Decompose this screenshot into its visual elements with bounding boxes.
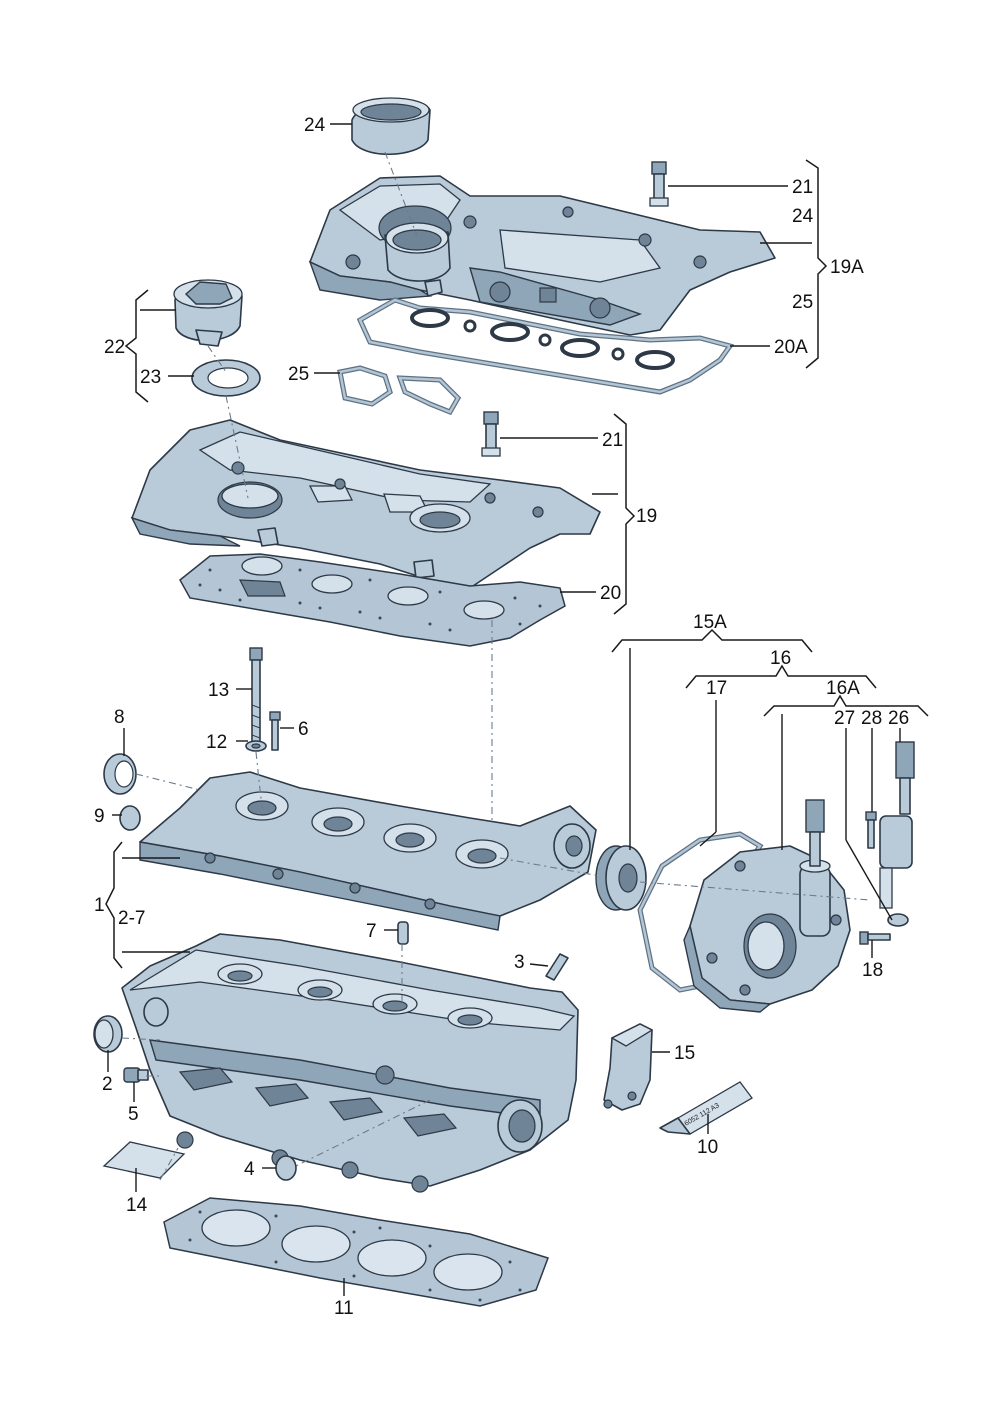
label-28: 28 — [861, 708, 882, 729]
part-21-bolt-lower — [481, 411, 501, 457]
part-19A-cylinder-head-cover — [308, 175, 776, 336]
label-16: 16 — [770, 648, 791, 669]
part-1-cylinder-head — [121, 933, 579, 1193]
label-19A: 19A — [830, 257, 864, 278]
label-18: 18 — [862, 960, 883, 981]
part-14-heat-shield — [102, 1141, 186, 1179]
part-9-plug — [119, 805, 141, 831]
part-12-washer — [245, 740, 267, 752]
label-21-lower: 21 — [602, 430, 623, 451]
label-7: 7 — [366, 921, 377, 942]
part-21-bolt-top — [649, 161, 669, 207]
part-20A-gasket-upper — [356, 297, 735, 395]
callout-labels: 24 21 24 19A 25 20A 22 23 25 21 19 20 15… — [94, 115, 909, 1319]
label-23: 23 — [140, 367, 161, 388]
part-15-bracket — [603, 1023, 654, 1111]
part-16-camshaft-adjuster — [595, 845, 647, 911]
label-8: 8 — [114, 707, 125, 728]
label-10: 10 — [697, 1137, 718, 1158]
part-23-filler-seal — [191, 359, 261, 397]
label-19: 19 — [636, 506, 657, 527]
leader-lines — [107, 123, 901, 1296]
label-22: 22 — [104, 337, 125, 358]
label-20: 20 — [600, 583, 621, 604]
label-1: 1 — [94, 895, 105, 916]
alignment-lines — [121, 151, 871, 1181]
part-3-stud — [545, 953, 569, 981]
label-27: 27 — [834, 708, 855, 729]
label-14: 14 — [126, 1195, 148, 1216]
braces — [105, 159, 929, 969]
part-19-cylinder-head-cover — [130, 419, 601, 589]
label-16A: 16A — [826, 678, 860, 699]
part-7-dowel-pin — [397, 921, 409, 945]
part-24-filler-neck-ring — [351, 97, 431, 156]
part-27-solenoid-valve — [799, 799, 831, 937]
label-13: 13 — [208, 680, 229, 701]
label-24-cover: 24 — [792, 206, 814, 227]
label-3: 3 — [514, 952, 525, 973]
label-11: 11 — [334, 1298, 354, 1319]
label-20A: 20A — [774, 337, 808, 358]
label-12: 12 — [206, 732, 227, 753]
label-4: 4 — [244, 1159, 255, 1180]
label-2-7: 2-7 — [118, 908, 145, 929]
part-26-solenoid — [879, 741, 915, 927]
part-22-filler-cap — [173, 279, 243, 347]
label-15: 15 — [674, 1043, 695, 1064]
part-11-head-gasket — [163, 1197, 549, 1307]
part-13-bolt-long — [249, 647, 263, 749]
part-10-sealant-tube: 6052 112 A3 — [659, 1081, 753, 1135]
label-26: 26 — [888, 708, 909, 729]
part-6-bolt-short — [269, 711, 281, 751]
label-2: 2 — [102, 1074, 113, 1095]
part-20-cover-gasket — [179, 553, 566, 647]
label-21-top: 21 — [792, 177, 813, 198]
part-28-bolt — [865, 811, 877, 849]
label-5: 5 — [128, 1104, 139, 1125]
part-18-bolt — [859, 931, 891, 945]
label-25-cover: 25 — [792, 292, 813, 313]
part-25-gaskets — [337, 365, 462, 416]
label-6: 6 — [298, 719, 309, 740]
part-2-7-camshaft-frame — [139, 771, 597, 931]
label-15A: 15A — [693, 612, 727, 633]
part-2-plug — [93, 1015, 123, 1053]
part-4-plug — [275, 1155, 297, 1181]
label-17: 17 — [706, 678, 727, 699]
label-9: 9 — [94, 806, 105, 827]
part-8-seal — [103, 753, 137, 795]
label-25: 25 — [288, 364, 309, 385]
label-24: 24 — [304, 115, 326, 136]
part-5-screw-plug — [123, 1067, 149, 1083]
